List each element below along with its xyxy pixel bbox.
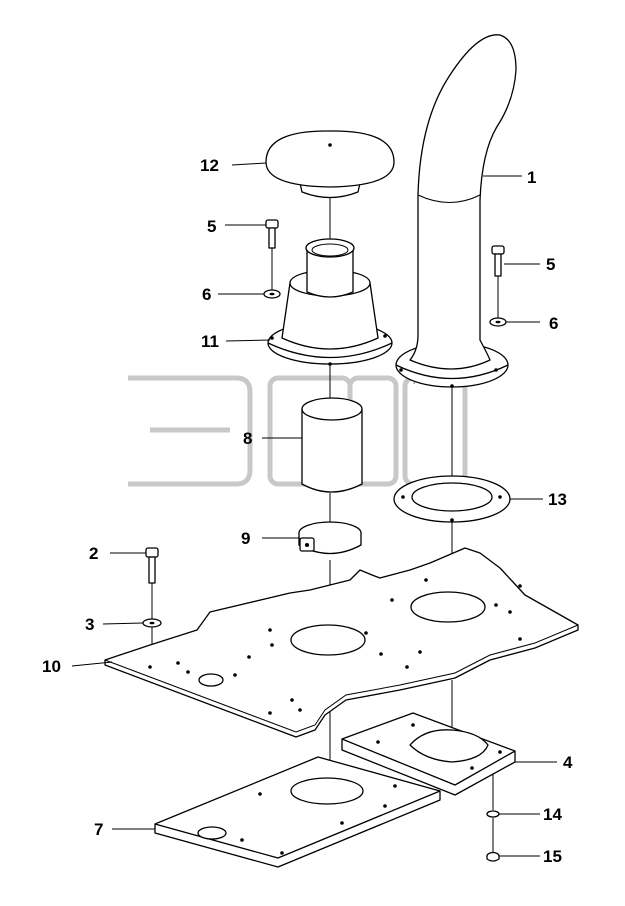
part-1-exhaust-stack: [395, 34, 517, 388]
part-13-gasket: [393, 475, 511, 523]
part-2-bolt: [145, 547, 159, 584]
leader-lines: [71, 162, 557, 857]
callout-8: 9: [241, 529, 250, 548]
callout-3: 3: [85, 615, 94, 634]
part-8-hose-clamp: [298, 521, 362, 555]
callout-10: 10: [42, 657, 61, 676]
part-6-washer-right: [489, 317, 507, 327]
part-11-funnel-base: [267, 238, 393, 366]
part-3-washer: [142, 618, 162, 628]
part-7-tube: [301, 397, 363, 493]
part-5-bolt-left: [265, 219, 279, 249]
callout-5-right: 5: [546, 255, 555, 274]
callout-1: 1: [527, 168, 536, 187]
part-14-washer: [486, 810, 500, 818]
callout-11: 11: [201, 332, 219, 351]
callout-4: 4: [563, 753, 573, 772]
part-15-nut: [486, 851, 500, 862]
callout-15: 15: [543, 847, 562, 866]
floor-plate-holes: [148, 578, 522, 715]
part-10-floor-plate: [104, 547, 579, 738]
part-9-bottom-plate: [154, 756, 441, 868]
callout-14: 14: [543, 805, 562, 824]
callout-5-left: 5: [207, 217, 216, 236]
callout-7: 8: [243, 429, 252, 448]
callout-2: 2: [89, 544, 98, 563]
part-12-rain-cap: [265, 130, 395, 199]
part-6-washer-left: [263, 289, 281, 299]
callout-13: 13: [548, 490, 567, 509]
callout-9: 7: [94, 820, 103, 839]
callout-12: 12: [200, 156, 219, 175]
callout-6-left: 6: [202, 285, 211, 304]
watermark-logo: [128, 375, 468, 487]
part-5-bolt-right: [491, 245, 505, 277]
callout-6-right: 6: [549, 314, 558, 333]
